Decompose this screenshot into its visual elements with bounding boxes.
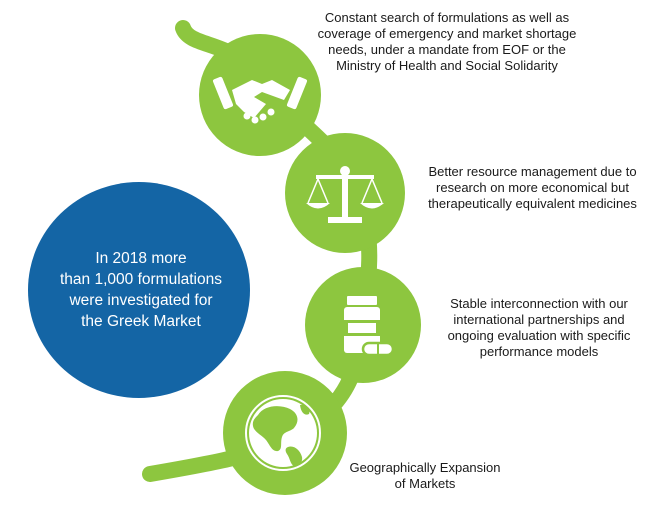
globe-icon: [245, 395, 321, 471]
item-text-mandate: Constant search of formulations as well …: [317, 10, 577, 73]
node-globe: [223, 371, 347, 495]
item-text-resource-management: Better resource management due to resear…: [428, 164, 637, 211]
item-text-expansion: Geographically Expansion of Markets: [349, 460, 501, 491]
item-text-partnerships: Stable interconnection with our internat…: [447, 296, 631, 359]
summary-line: were investigated for: [69, 292, 213, 309]
summary-line: the Greek Market: [81, 313, 201, 330]
summary-circle: [28, 182, 250, 398]
scales-icon: [306, 166, 384, 223]
summary-text: In 2018 more than 1,000 formulations wer…: [30, 248, 252, 332]
medicine-bottle-icon: [344, 296, 395, 357]
handshake-icon: [212, 76, 308, 124]
node-handshake: [199, 34, 321, 156]
node-scales: [285, 133, 405, 253]
node-medicine: [305, 267, 421, 383]
summary-line: than 1,000 formulations: [60, 271, 222, 288]
summary-line: In 2018 more: [95, 250, 187, 267]
